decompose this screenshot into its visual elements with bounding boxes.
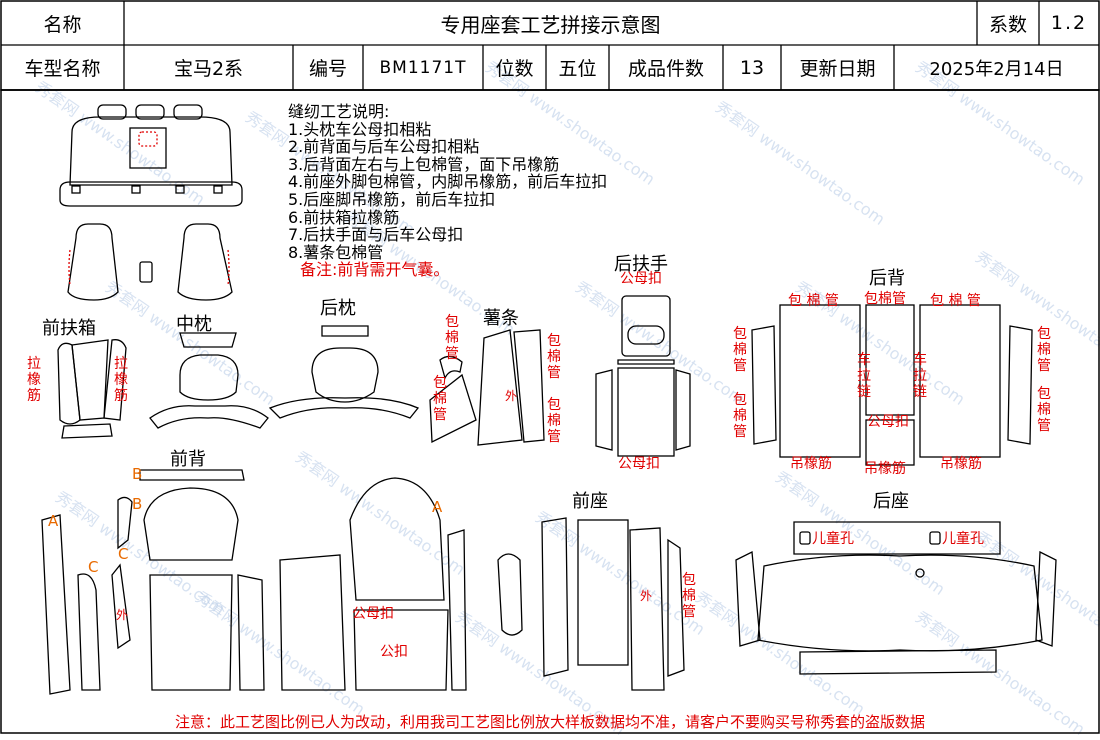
annot-zipper-left: 车拉链: [857, 352, 871, 400]
annot-outer-front-back: 外: [116, 608, 129, 622]
annot-cotton-pipe-fries-2: 包棉管: [433, 375, 447, 423]
annot-cotton-pipe-rb-1: 包 棉 管: [788, 293, 839, 309]
footer-warning: 注意：此工艺图比例已人为改动，利用我司工艺图比例放大样板数据均不准，请客户不要购…: [174, 713, 925, 731]
code-label: 编号: [308, 58, 347, 80]
annot-snap-rear-back: 公母扣: [867, 414, 909, 430]
seats-value: 五位: [558, 58, 597, 80]
coef-label: 系数: [988, 13, 1027, 36]
overview-front-seats: [67, 223, 233, 301]
pattern-rear-armrest: [595, 295, 691, 457]
annot-snap-armrest-bottom: 公母扣: [618, 456, 660, 472]
pattern-rear-seat: [735, 521, 1057, 675]
model-label: 车型名称: [24, 58, 101, 80]
label-front-back: 前背: [170, 449, 206, 470]
label-front-armbox: 前扶箱: [42, 318, 96, 339]
label-rear-back: 后背: [869, 268, 905, 289]
seats-label: 位数: [495, 58, 534, 80]
annot-cotton-pipe-fries-1: 包棉管: [445, 314, 459, 362]
model-value: 宝马2系: [173, 58, 244, 80]
date-value: 2025年2月14日: [929, 58, 1064, 80]
annot-snap-armrest-top: 公母扣: [620, 271, 662, 287]
sewing-notes: 缝纫工艺说明: 1.头枕车公母扣相粘 2.前背面与后车公母扣相粘 3.后背面左右…: [288, 103, 607, 279]
marker-c-lower: C: [88, 558, 99, 576]
marker-a-right: A: [432, 498, 443, 516]
note-item: 1.头枕车公母扣相粘: [288, 119, 432, 139]
coef-value: 1.2: [1050, 12, 1088, 34]
date-label: 更新日期: [799, 58, 876, 80]
marker-b-top: B: [132, 465, 143, 483]
pieces-value: 13: [739, 56, 765, 79]
notes-remark: 备注:前背需开气囊。: [300, 260, 450, 280]
pattern-mid-pillow: [149, 332, 269, 429]
annot-cotton-pipe-fries-4: 包棉管: [547, 397, 561, 445]
note-item: 6.前扶箱拉橡筋: [288, 207, 400, 227]
marker-c-upper: C: [118, 545, 129, 563]
annot-hang-elastic-rb-3: 吊橡筋: [940, 456, 982, 472]
note-item: 5.后座脚吊橡筋，前后车拉扣: [288, 189, 496, 209]
note-item: 4.前座外脚包棉管，内脚吊橡筋，前后车拉扣: [288, 172, 608, 192]
marker-b-mid: B: [132, 495, 143, 513]
pattern-rear-back: [751, 304, 1033, 466]
annot-cotton-pipe-rb-right-1: 包棉管: [1037, 326, 1051, 374]
note-item: 3.后背面左右与上包棉管，面下吊橡筋: [288, 154, 560, 174]
annot-child-hole-right: 儿童孔: [942, 531, 984, 547]
pattern-fries: [429, 329, 545, 446]
annot-cotton-pipe-rb-left-1: 包棉管: [733, 326, 747, 374]
annot-outer-fries: 外: [505, 389, 518, 403]
note-item: 2.前背面与后车公母扣相粘: [288, 137, 480, 157]
annot-cotton-pipe-rb-3: 包 棉 管: [930, 293, 981, 309]
label-fries: 薯条: [483, 308, 519, 329]
note-item: 8.薯条包棉管: [288, 242, 384, 262]
annot-cotton-pipe-rb-right-2: 包棉管: [1037, 386, 1051, 434]
annot-cotton-pipe-rb-2: 包棉管: [864, 291, 906, 307]
label-rear-pillow: 后枕: [320, 298, 356, 319]
annot-outer-front-seat: 外: [640, 589, 653, 603]
annot-cotton-pipe-fries-3: 包棉管: [547, 333, 561, 381]
annot-zipper-right: 车拉链: [913, 352, 927, 400]
annot-hang-elastic-rb-1: 吊橡筋: [790, 456, 832, 472]
pattern-front-seat: [497, 517, 685, 691]
note-item: 7.后扶手面与后车公母扣: [288, 225, 464, 245]
annot-hang-elastic-rb-2: 吊橡筋: [864, 461, 906, 477]
annot-snap-front-back: 公母扣: [352, 606, 394, 622]
annot-snap-short: 公扣: [380, 644, 408, 660]
annot-cotton-pipe-front-seat: 包棉管: [682, 572, 696, 620]
label-mid-pillow: 中枕: [176, 314, 212, 335]
annot-cotton-pipe-rb-left-2: 包棉管: [733, 392, 747, 440]
pattern-front-back-2: [279, 477, 467, 691]
overview-rear-seat: [59, 104, 243, 207]
annot-pull-elastic-right: 拉橡筋: [114, 356, 128, 404]
pattern-rear-pillow: [268, 325, 420, 419]
annot-child-hole-left: 儿童孔: [812, 531, 854, 547]
pieces-label: 成品件数: [627, 58, 704, 80]
label-front-seat: 前座: [572, 491, 608, 512]
notes-title: 缝纫工艺说明:: [288, 102, 390, 121]
annot-pull-elastic-left: 拉橡筋: [27, 356, 41, 404]
marker-a-left: A: [48, 512, 59, 530]
label-rear-seat: 后座: [873, 491, 909, 512]
page-title: 专用座套工艺拼接示意图: [440, 12, 661, 37]
label-rear-armrest: 后扶手: [614, 254, 668, 275]
code-value: BM1171T: [379, 57, 467, 78]
pattern-front-back: [41, 469, 265, 695]
pattern-front-armbox: [57, 339, 127, 439]
name-label: 名称: [43, 13, 82, 36]
